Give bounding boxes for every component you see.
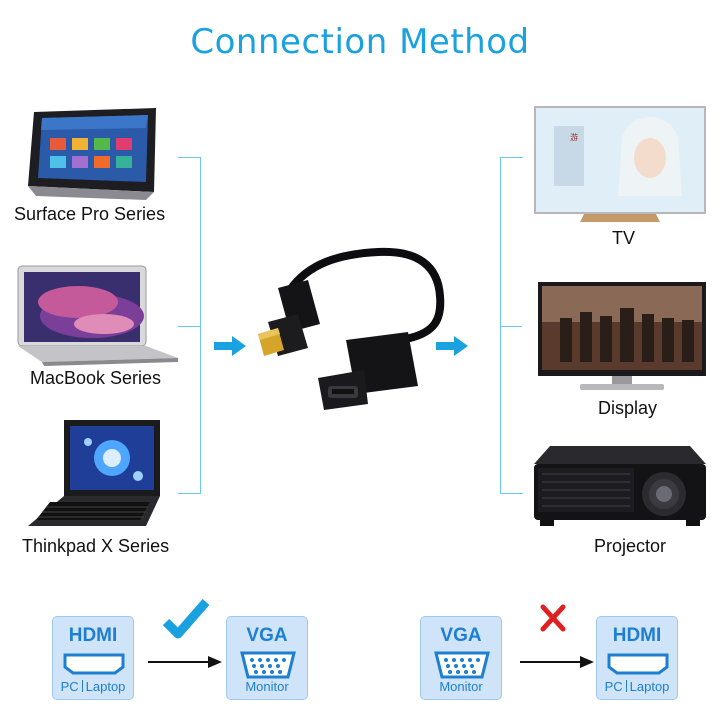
tv-icon: 游: [534, 106, 706, 224]
monitor-icon: [538, 282, 706, 392]
source-bracket-mid: [178, 326, 200, 327]
displayport-to-hdmi-adapter-icon: [228, 236, 478, 416]
projector-icon: [530, 440, 710, 528]
arrow-right-icon: [520, 655, 594, 669]
arrow-right-icon: [436, 336, 468, 356]
laptop-icon: [28, 418, 168, 530]
target-bracket-mid: [500, 326, 522, 327]
card-subtitle: Monitor: [439, 679, 483, 694]
target-label-projector: Projector: [594, 536, 667, 556]
source-label-surface: Surface Pro Series: [14, 204, 166, 224]
card-subtitle: Monitor: [245, 679, 289, 694]
vga-monitor-card: VGA Monitor: [420, 616, 502, 700]
x-mark-icon: [540, 604, 566, 632]
checkmark-icon: [162, 598, 210, 642]
arrow-right-icon: [148, 655, 222, 669]
hdmi-port-icon: [63, 653, 125, 675]
vga-port-icon: [240, 651, 296, 679]
tablet-icon: [26, 108, 162, 200]
vga-port-icon: [434, 651, 490, 679]
card-title: VGA: [246, 625, 288, 646]
vga-monitor-card: VGA Monitor: [226, 616, 308, 700]
page-title: Connection Method: [190, 22, 530, 62]
arrow-right-icon: [214, 336, 246, 356]
hdmi-port-icon: [607, 653, 669, 675]
card-title: HDMI: [68, 625, 118, 646]
target-label-display: Display: [598, 398, 658, 418]
source-bracket: [178, 157, 201, 494]
svg-text:游: 游: [570, 132, 578, 142]
card-title: HDMI: [612, 625, 662, 646]
source-label-macbook: MacBook Series: [30, 368, 162, 388]
laptop-icon: [12, 262, 180, 366]
target-label-tv: TV: [612, 228, 636, 248]
target-bracket: [500, 157, 523, 494]
source-label-thinkpad: Thinkpad X Series: [22, 536, 170, 556]
card-title: VGA: [440, 625, 482, 646]
